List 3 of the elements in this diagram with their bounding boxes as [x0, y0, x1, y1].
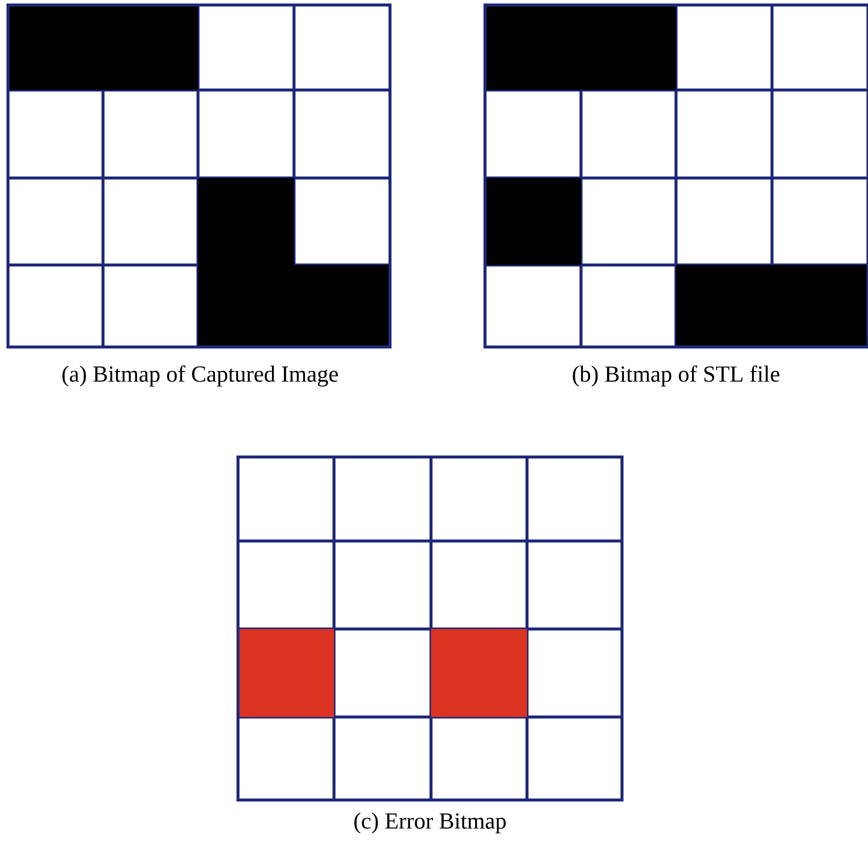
caption: (c) Error Bitmap [354, 812, 506, 834]
caption: (b) Bitmap of STL file [572, 365, 780, 387]
caption: (a) Bitmap of Captured Image [62, 365, 338, 387]
